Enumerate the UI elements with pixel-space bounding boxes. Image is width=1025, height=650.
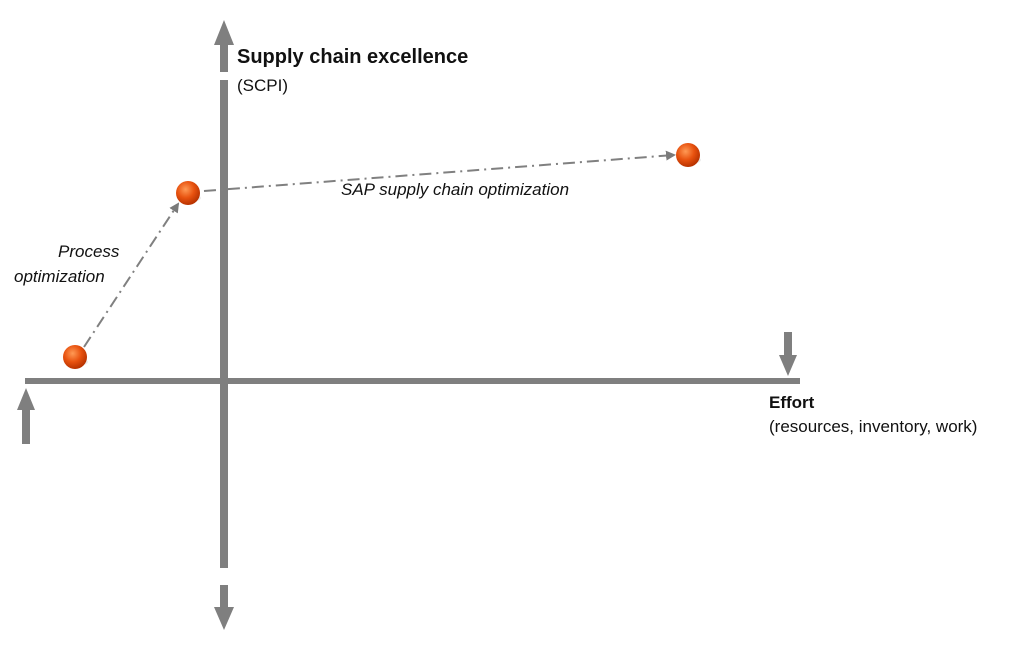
- point-after-sap: [676, 143, 701, 167]
- y-axis-up-arrow-icon: [214, 20, 234, 72]
- point-after-process: [176, 181, 201, 205]
- point-start: [63, 345, 88, 369]
- sap-optimization-arrow: [203, 150, 676, 192]
- y-axis-subtitle: (SCPI): [237, 76, 288, 95]
- y-axis: [214, 20, 234, 630]
- process-label-line2: optimization: [14, 267, 105, 286]
- sap-label: SAP supply chain optimization: [341, 180, 570, 199]
- x-axis-down-arrow-icon: [779, 332, 797, 376]
- process-label-line1: Process: [58, 242, 120, 261]
- x-axis-up-arrow-icon: [17, 388, 35, 444]
- x-axis-title: Effort: [769, 393, 815, 412]
- x-axis: [17, 332, 800, 444]
- x-axis-subtitle: (resources, inventory, work): [769, 417, 978, 436]
- y-axis-down-arrow-icon: [214, 585, 234, 630]
- process-optimization-arrow: [83, 202, 180, 348]
- y-axis-title: Supply chain excellence: [237, 46, 469, 68]
